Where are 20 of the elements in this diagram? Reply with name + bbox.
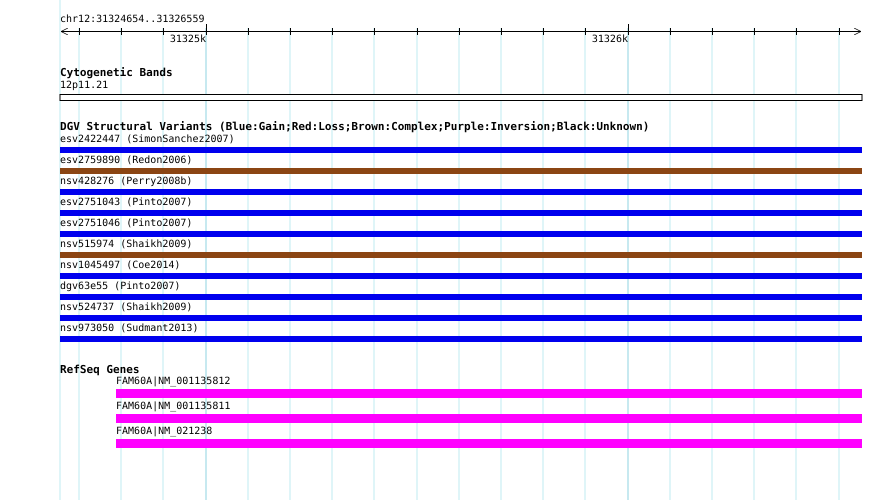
track-title: RefSeq Genes [60,364,140,376]
variant-label: dgv63e55 (Pinto2007) [60,281,180,293]
variant-label: esv2422447 (SimonSanchez2007) [60,134,235,146]
variant-label: esv2751043 (Pinto2007) [60,197,192,209]
coordinate-label: chr12:31324654..31326559 [60,14,204,26]
variant-label: nsv1045497 (Coe2014) [60,260,180,272]
gene-label: FAM60A|NM_001135812 [116,376,230,388]
variant-label: nsv515974 (Shaikh2009) [60,239,192,251]
track-title: Cytogenetic Bands [60,67,173,79]
track-title: DGV Structural Variants (Blue:Gain;Red:Loss;Brown:Complex;Purple:Inversion;Black:Unknown) [60,121,650,133]
tick-label: 31325k [170,34,206,46]
variant-label: esv2759890 (Redon2006) [60,155,192,167]
variant-label: esv2751046 (Pinto2007) [60,218,192,230]
variant-label: nsv428276 (Perry2008b) [60,176,192,188]
gene-label: FAM60A|NM_001135811 [116,401,230,413]
gene-label: FAM60A|NM_021238 [116,426,212,438]
band-label: 12p11.21 [60,80,108,92]
variant-label: nsv973050 (Sudmant2013) [60,323,198,335]
variant-label: nsv524737 (Shaikh2009) [60,302,192,314]
tick-label: 31326k [592,34,628,46]
